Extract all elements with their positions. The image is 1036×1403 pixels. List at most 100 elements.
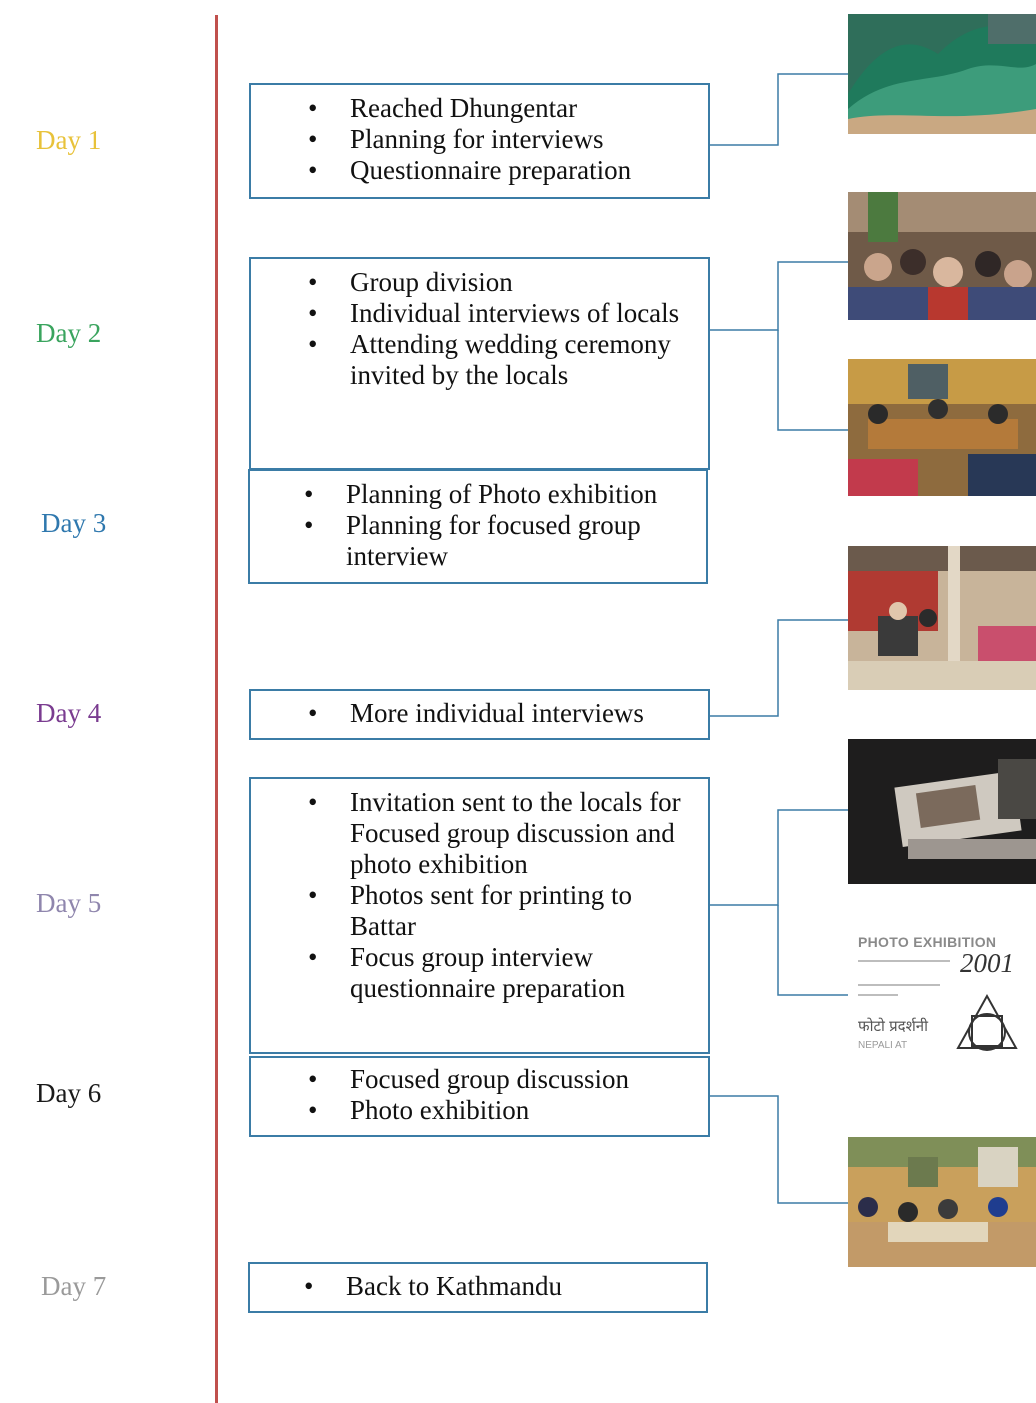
activity-list: • Reached Dhungentar • Planning for interv… bbox=[251, 93, 708, 186]
bullet: • bbox=[308, 124, 318, 154]
photo-classroom-meeting bbox=[848, 359, 1036, 496]
activity-text: Planning for focused group bbox=[346, 510, 641, 540]
activity-text: Photo exhibition bbox=[350, 1095, 530, 1125]
connector-day-6 bbox=[710, 1095, 848, 1204]
activity-item-continuation: questionnaire preparation bbox=[251, 973, 708, 1004]
bullet: • bbox=[308, 787, 318, 817]
activity-text: Back to Kathmandu bbox=[346, 1271, 562, 1301]
day-label-4: Day 4 bbox=[36, 698, 102, 728]
bullet: • bbox=[308, 1095, 318, 1125]
activity-text: More individual interviews bbox=[350, 698, 644, 728]
day-label-3: Day 3 bbox=[41, 508, 107, 538]
exhibition-text-line bbox=[858, 984, 940, 986]
activity-item: • Focused group discussion bbox=[251, 1064, 708, 1095]
activity-item: • Reached Dhungentar bbox=[251, 93, 708, 124]
activity-text: Questionnaire preparation bbox=[350, 155, 632, 185]
day-label-5: Day 5 bbox=[36, 888, 102, 918]
activity-box-day-5: • Invitation sent to the locals for Focus… bbox=[249, 777, 710, 1054]
activity-item: • Back to Kathmandu bbox=[250, 1271, 706, 1302]
photo-veranda-interview bbox=[848, 546, 1036, 690]
connector-day-5 bbox=[710, 809, 848, 906]
activity-text: Planning of Photo exhibition bbox=[346, 479, 658, 509]
day-label-6: Day 6 bbox=[36, 1078, 102, 1108]
activity-item: • Focus group interview bbox=[251, 942, 708, 973]
activity-item: • Questionnaire preparation bbox=[251, 155, 708, 186]
activity-text: Focus group interview bbox=[350, 942, 593, 972]
activity-text: Focused group discussion bbox=[350, 1064, 629, 1094]
activity-list: • Planning of Photo exhibition • Planning … bbox=[250, 479, 706, 572]
connector-day-2 bbox=[710, 261, 848, 331]
exhibition-year: 2001 bbox=[960, 948, 1014, 978]
activity-box-day-4: • More individual interviews bbox=[249, 689, 710, 740]
activity-text: photo exhibition bbox=[350, 849, 528, 879]
activity-text: Group division bbox=[350, 267, 513, 297]
activity-box-day-3: • Planning of Photo exhibition • Planning … bbox=[248, 469, 708, 584]
bullet: • bbox=[308, 1064, 318, 1094]
activity-item-continuation: photo exhibition bbox=[251, 849, 708, 880]
activity-item-continuation: Battar bbox=[251, 911, 708, 942]
activity-text: Individual interviews of locals bbox=[350, 298, 680, 328]
exhibition-text-line bbox=[858, 994, 898, 996]
bullet: • bbox=[308, 93, 318, 123]
activity-list: • Group division • Individual interviews o… bbox=[251, 267, 708, 391]
activity-list: • Invitation sent to the locals for Focus… bbox=[251, 787, 708, 1004]
activity-item: • More individual interviews bbox=[251, 698, 708, 729]
bullet: • bbox=[308, 698, 318, 728]
day-label-1: Day 1 bbox=[36, 125, 102, 155]
timeline-line bbox=[215, 15, 218, 1403]
bullet: • bbox=[304, 1271, 314, 1301]
activity-text: Battar bbox=[350, 911, 416, 941]
activity-item-continuation: interview bbox=[250, 541, 706, 572]
bullet: • bbox=[304, 479, 314, 509]
bullet: • bbox=[304, 510, 314, 540]
bullet: • bbox=[308, 329, 318, 359]
photo-crowd bbox=[848, 192, 1036, 320]
activity-box-day-2: • Group division • Individual interviews o… bbox=[249, 257, 710, 470]
activity-text: questionnaire preparation bbox=[350, 973, 626, 1003]
bullet: • bbox=[308, 155, 318, 185]
activity-text: Invitation sent to the locals for bbox=[350, 787, 681, 817]
day-label-7: Day 7 bbox=[41, 1271, 107, 1301]
activity-text: Attending wedding ceremony bbox=[350, 329, 671, 359]
activity-item: • Planning for interviews bbox=[251, 124, 708, 155]
activity-item: • Attending wedding ceremony bbox=[251, 329, 708, 360]
exhibition-logo-icon bbox=[956, 993, 1018, 1051]
activity-item-continuation: invited by the locals bbox=[251, 360, 708, 391]
activity-text: invited by the locals bbox=[350, 360, 569, 390]
activity-box-day-1: • Reached Dhungentar • Planning for interv… bbox=[249, 83, 710, 199]
activity-item: • Planning for focused group bbox=[250, 510, 706, 541]
bullet: • bbox=[308, 267, 318, 297]
bullet: • bbox=[308, 880, 318, 910]
exhibition-title: PHOTO EXHIBITION bbox=[858, 934, 997, 950]
activity-item: • Individual interviews of locals bbox=[251, 298, 708, 329]
activity-item-continuation: Focused group discussion and bbox=[251, 818, 708, 849]
activity-box-day-7: • Back to Kathmandu bbox=[248, 1262, 708, 1313]
exhibition-text-line bbox=[858, 960, 950, 962]
exhibition-brand: NEPALI AT bbox=[858, 1040, 908, 1051]
connector-day-2b bbox=[777, 330, 848, 431]
activity-box-day-6: • Focused group discussion • Photo exhibit… bbox=[249, 1056, 710, 1137]
activity-list: • Focused group discussion • Photo exhibit… bbox=[251, 1064, 708, 1126]
activity-item: • Photo exhibition bbox=[251, 1095, 708, 1126]
photo-group-discussion bbox=[848, 1137, 1036, 1267]
activity-text: Planning for interviews bbox=[350, 124, 604, 154]
day-label-2: Day 2 bbox=[36, 318, 102, 348]
bullet: • bbox=[308, 942, 318, 972]
activity-item: • Group division bbox=[251, 267, 708, 298]
connector-day-5b bbox=[777, 905, 848, 996]
activity-text: Reached Dhungentar bbox=[350, 93, 578, 123]
bullet: • bbox=[308, 298, 318, 328]
connector-day-4 bbox=[710, 619, 848, 717]
exhibition-nepali-text: फोटो प्रदर्शनी bbox=[858, 1018, 928, 1035]
photo-terrain-model bbox=[848, 14, 1036, 134]
activity-text: Photos sent for printing to bbox=[350, 880, 632, 910]
activity-item: • Photos sent for printing to bbox=[251, 880, 708, 911]
activity-item: • Invitation sent to the locals for bbox=[251, 787, 708, 818]
connector-day-1 bbox=[710, 73, 848, 146]
activity-item: • Planning of Photo exhibition bbox=[250, 479, 706, 510]
activity-list: • More individual interviews bbox=[251, 698, 708, 729]
activity-text: Focused group discussion and bbox=[350, 818, 675, 848]
activity-text: interview bbox=[346, 541, 448, 571]
photo-exhibition-card: PHOTO EXHIBITION 2001 फोटो प्रदर्शनी NEP… bbox=[848, 928, 1036, 1068]
activity-list: • Back to Kathmandu bbox=[250, 1271, 706, 1302]
